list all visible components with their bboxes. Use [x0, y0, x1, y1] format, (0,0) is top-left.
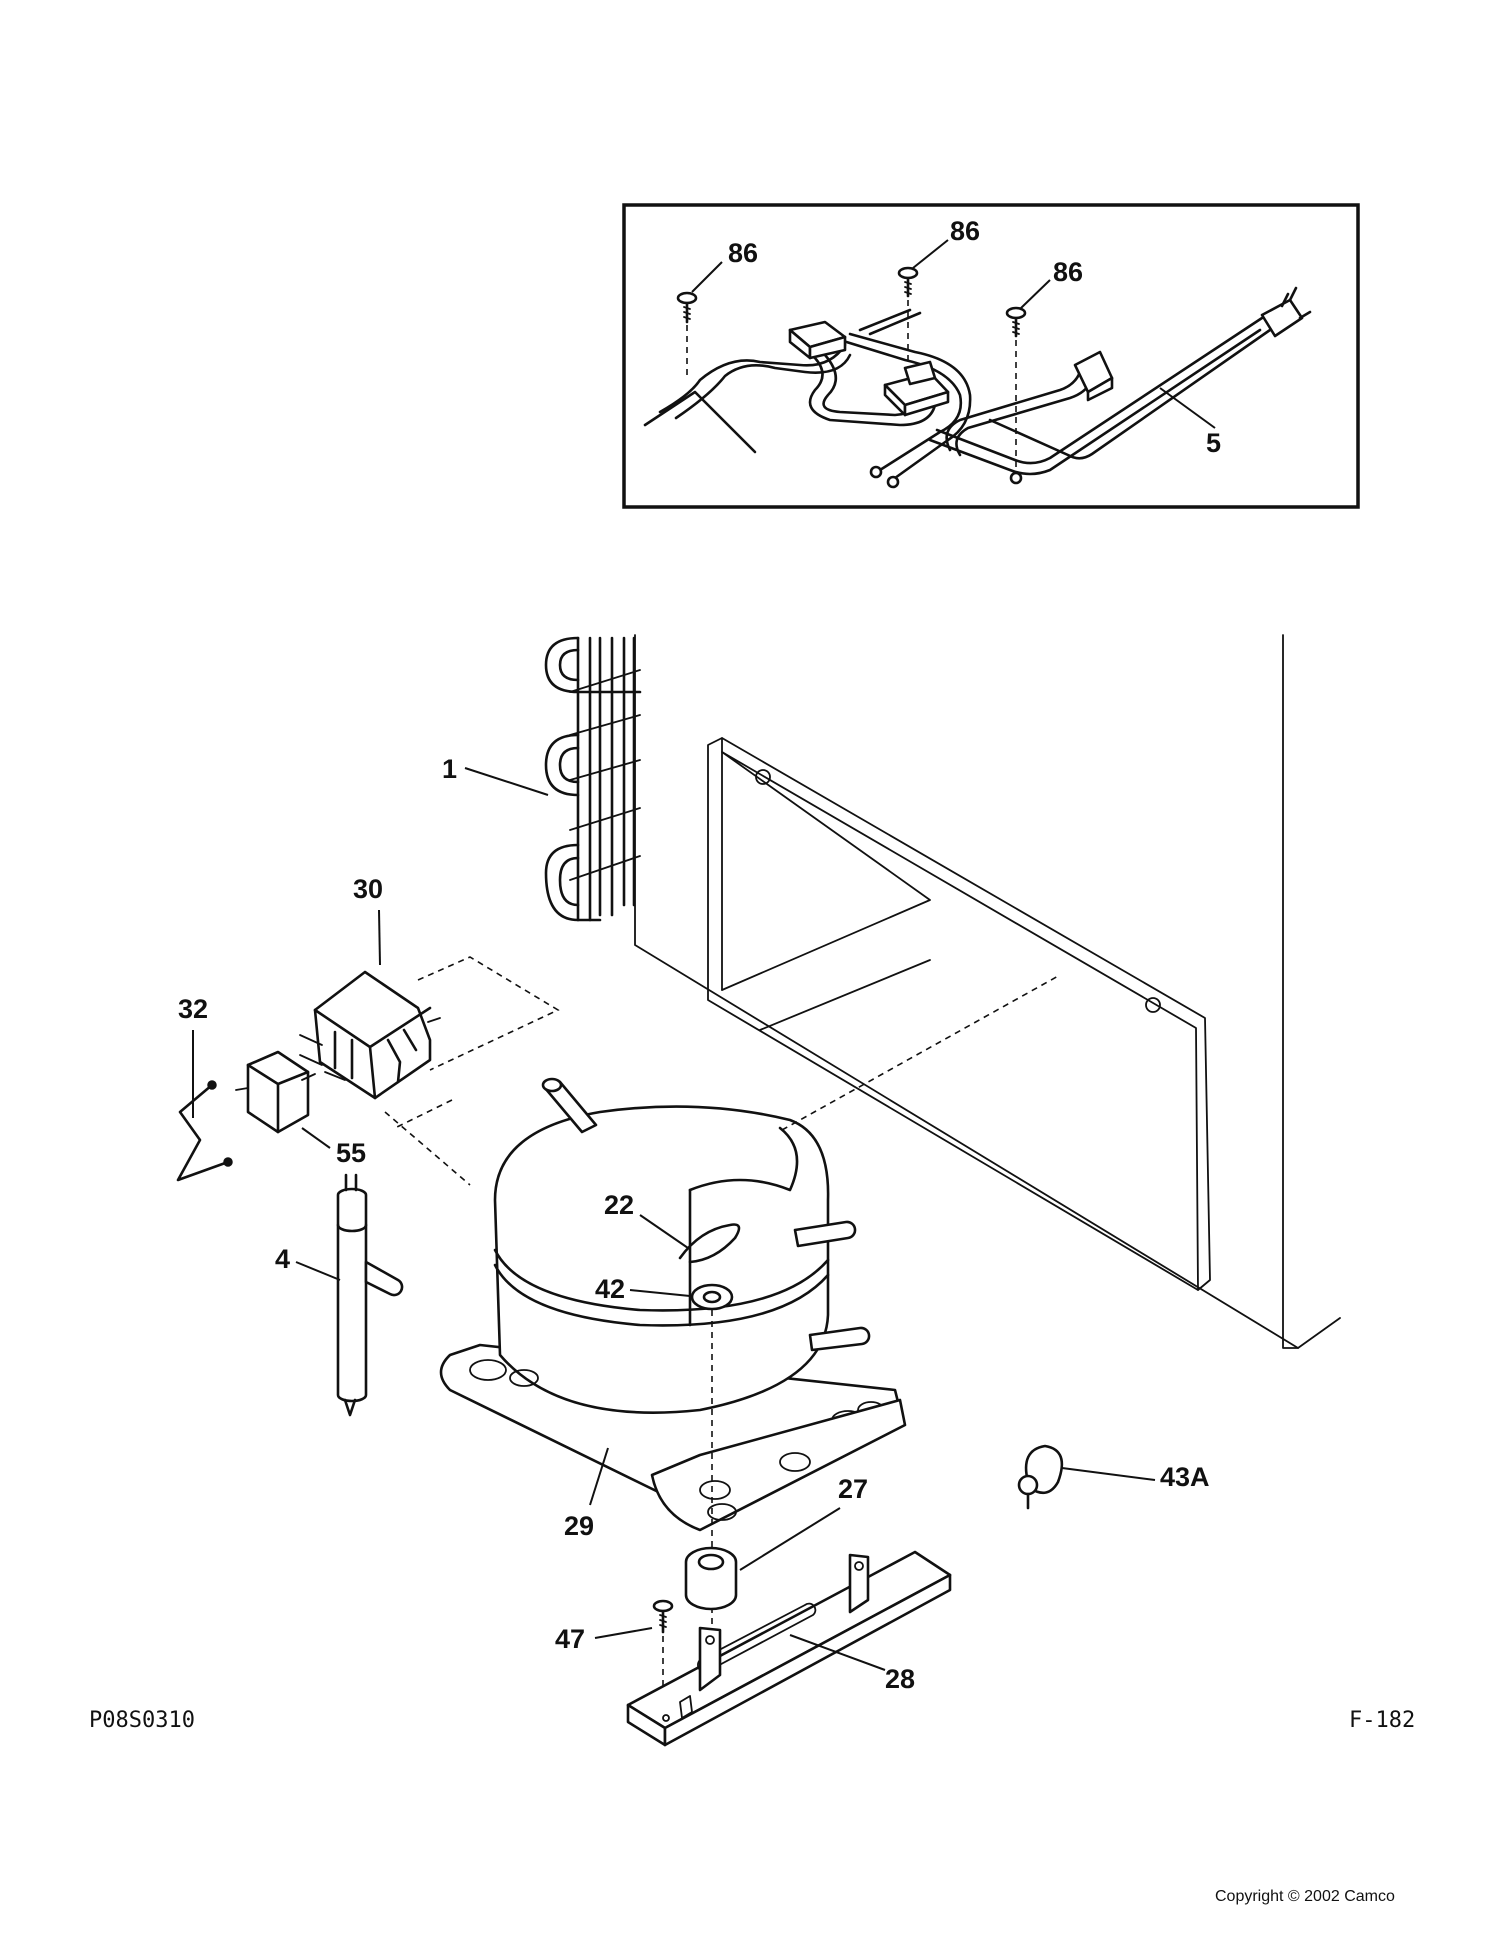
wire-harness-5 — [643, 286, 1312, 489]
compressor-cabinet-dashed — [781, 974, 1061, 1131]
callout-55: 55 — [336, 1138, 366, 1168]
leader-86-left — [691, 261, 723, 293]
bracket-28 — [626, 1550, 952, 1747]
leader-5 — [1159, 387, 1216, 429]
leader-55 — [301, 1127, 331, 1149]
leader-27 — [739, 1507, 841, 1571]
leader-1 — [464, 767, 549, 796]
callout-28: 28 — [885, 1664, 915, 1694]
wire-harness-inset: 86 86 86 5 — [622, 203, 1360, 509]
callout-27: 27 — [838, 1474, 868, 1504]
callout-86-middle: 86 — [950, 216, 980, 246]
overload-55 — [235, 1050, 316, 1134]
leader-86-right — [1020, 279, 1051, 309]
leader-42 — [629, 1289, 691, 1297]
leader-4 — [295, 1261, 341, 1281]
callout-1: 1 — [442, 754, 457, 784]
callout-22: 22 — [604, 1190, 634, 1220]
leader-86-middle — [912, 239, 949, 269]
page-code: F-182 — [1349, 1708, 1415, 1733]
screw-86-middle — [897, 266, 919, 388]
leader-28 — [789, 1634, 886, 1671]
leader-43a — [1061, 1467, 1156, 1481]
clamp-43a — [1017, 1444, 1064, 1510]
leader-29 — [589, 1447, 609, 1506]
inset-frame — [622, 203, 1360, 509]
callout-32: 32 — [178, 994, 208, 1024]
callout-30: 30 — [353, 874, 383, 904]
callout-5: 5 — [1206, 428, 1221, 458]
callout-86-right: 86 — [1053, 257, 1083, 287]
grommet-27 — [684, 1546, 738, 1611]
clip-22 — [678, 1223, 741, 1264]
screw-47 — [652, 1599, 674, 1690]
callout-47: 47 — [555, 1624, 585, 1654]
relay-mount-dashed — [417, 956, 560, 1071]
clip-32 — [176, 1080, 233, 1182]
callout-42: 42 — [595, 1274, 625, 1304]
drier-4 — [336, 1173, 404, 1417]
callout-43a: 43A — [1160, 1462, 1210, 1492]
leader-47 — [594, 1627, 653, 1639]
washer-42 — [690, 1283, 734, 1311]
copyright: Copyright © 2002 Camco — [1215, 1888, 1395, 1905]
callout-29: 29 — [564, 1511, 594, 1541]
screw-86-right — [1005, 306, 1027, 475]
leader-30 — [378, 909, 381, 966]
relay-30 — [299, 970, 441, 1100]
leader-22 — [639, 1214, 689, 1249]
callout-4: 4 — [275, 1244, 290, 1274]
figure-code: P08S0310 — [89, 1708, 195, 1733]
compressor-29 — [439, 1077, 907, 1532]
compressor-relay-dashed — [384, 1099, 471, 1186]
screw-86-left — [676, 291, 698, 380]
callout-86-left: 86 — [728, 238, 758, 268]
condenser-1 — [544, 636, 642, 922]
